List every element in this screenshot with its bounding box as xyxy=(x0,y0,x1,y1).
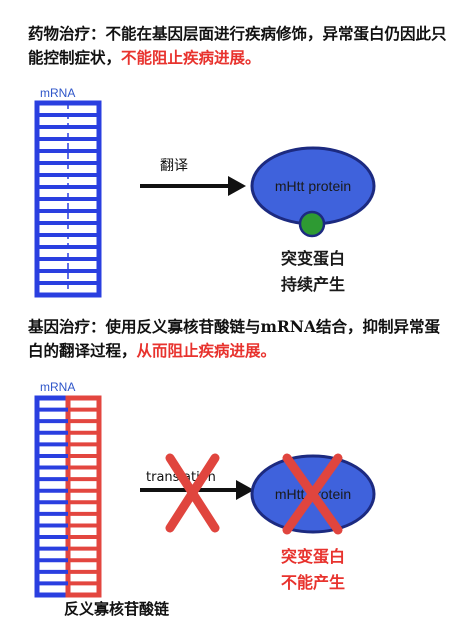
drug-therapy-highlight: 不能阻止疾病进展。 xyxy=(121,48,261,67)
translation-label: 翻译 xyxy=(160,158,188,174)
mutant-protein-line1: 突变蛋白 xyxy=(280,249,345,268)
aso-label: 反义寡核苷酸链 xyxy=(64,600,170,618)
gene-therapy-body: 基因治疗：使用反义寡核苷酸链与mRNA结合，抑制异常蛋白的翻译过程， xyxy=(28,317,440,360)
mrna-ladder-rungs xyxy=(37,113,99,285)
aso-strand-frame xyxy=(65,395,102,598)
translation-arrow-head xyxy=(228,176,246,196)
mrna-label-top: mRNA xyxy=(40,86,76,100)
no-protein-line1: 突变蛋白 xyxy=(280,547,345,566)
mrna-aso-rungs xyxy=(37,407,99,586)
drug-therapy-body: 药物治疗：不能在基因层面进行疾病修饰，异常蛋白仍因此只能控制症状， xyxy=(28,24,447,67)
blocked-arrow-head xyxy=(236,480,254,500)
mrna-ladder-top xyxy=(34,100,102,298)
drug-therapy-text: 药物治疗：不能在基因层面进行疾病修饰，异常蛋白仍因此只能控制症状，不能阻止疾病进… xyxy=(28,22,453,70)
gene-therapy-text: 基因治疗：使用反义寡核苷酸链与mRNA结合，抑制异常蛋白的翻译过程，从而阻止疾病… xyxy=(28,315,453,363)
mrna-label-bottom: mRNA xyxy=(40,380,76,394)
gene-therapy-highlight: 从而阻止疾病进展。 xyxy=(136,341,277,360)
mhtt-protein-label-top: mHtt protein xyxy=(274,178,352,194)
protein-cross-icon xyxy=(282,453,343,535)
mhtt-protein-top xyxy=(250,146,376,238)
translation-arrow xyxy=(140,176,246,196)
mrna-aso-ladder xyxy=(34,395,102,598)
translation-cross-icon xyxy=(165,453,220,533)
mutant-protein-line2: 持续产生 xyxy=(280,275,345,294)
no-protein-line2: 不能产生 xyxy=(280,573,345,592)
mutation-dot xyxy=(298,210,326,238)
no-protein-caption: 突变蛋白 不能产生 xyxy=(258,544,368,596)
mutant-protein-caption: 突变蛋白 持续产生 xyxy=(258,246,368,298)
